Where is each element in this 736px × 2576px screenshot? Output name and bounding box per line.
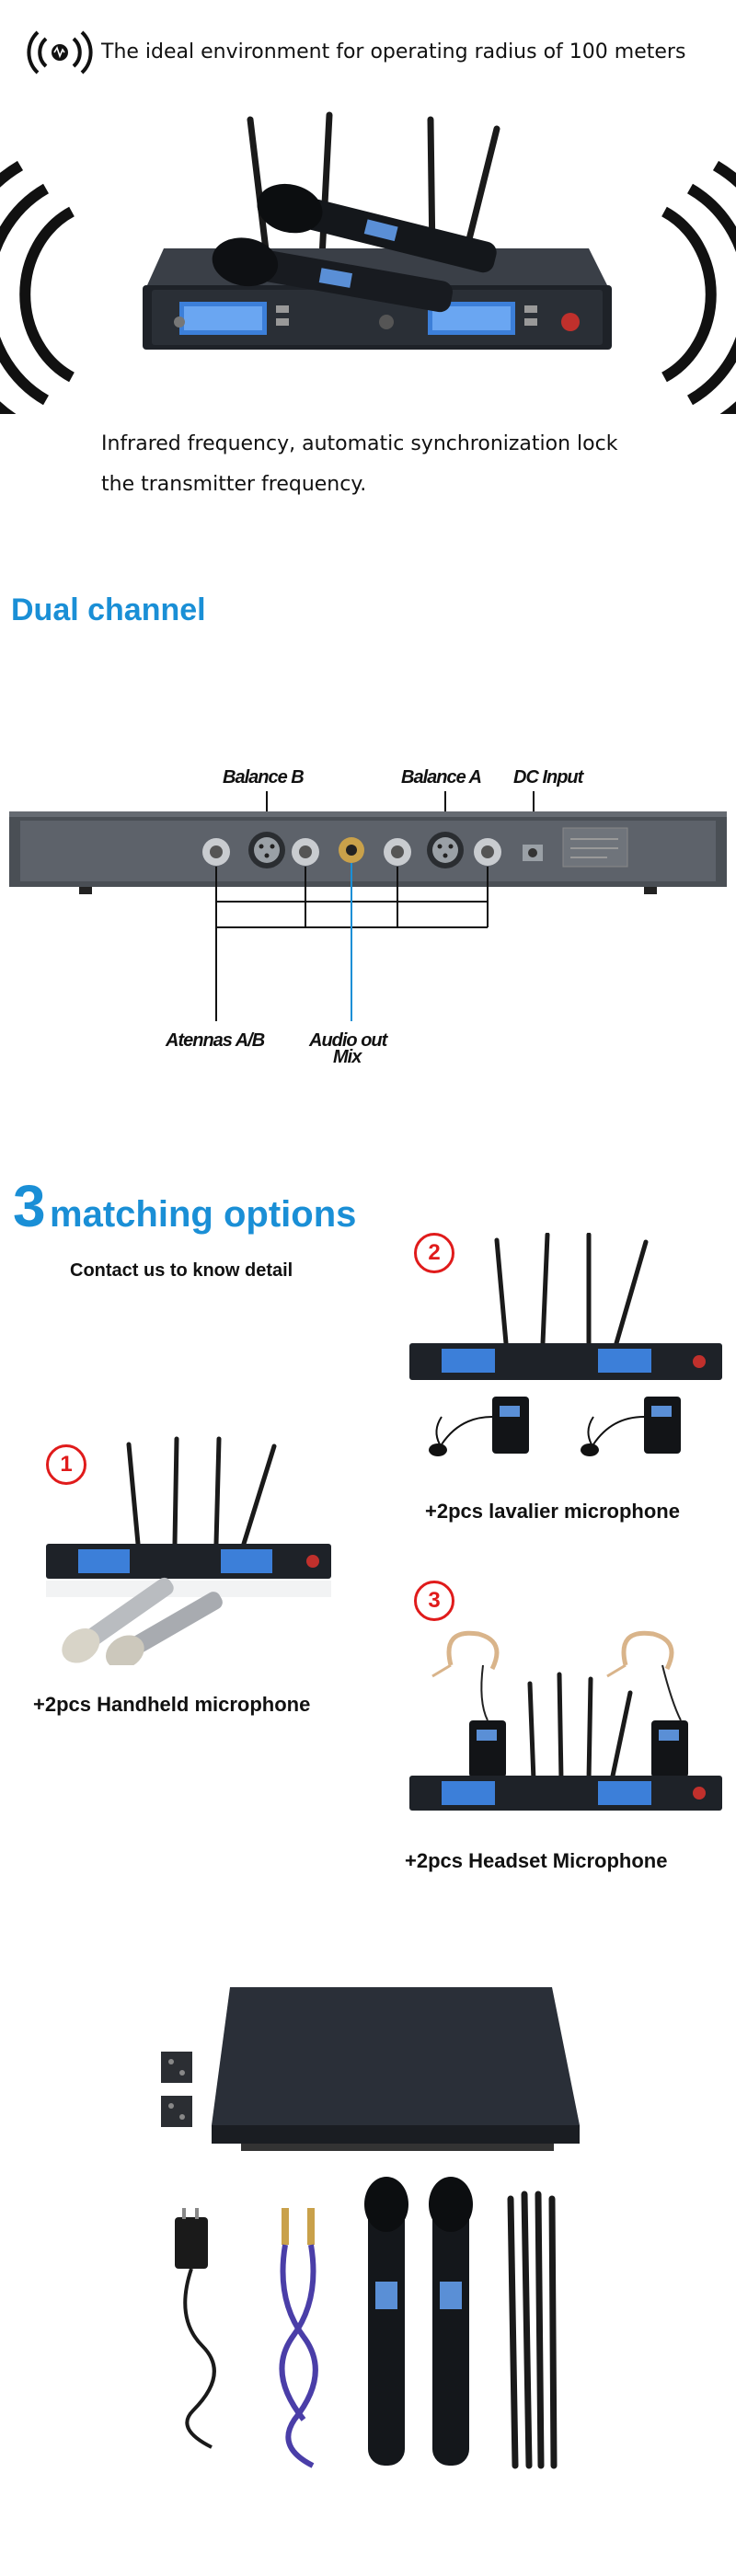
option-1-image xyxy=(37,1435,350,1665)
range-description-line1: Infrared frequency, automatic synchroniz… xyxy=(101,432,618,455)
option-2-badge: 2 xyxy=(414,1233,454,1273)
package-contents-image xyxy=(0,1950,736,2539)
option-1-caption: +2pcs Handheld microphone xyxy=(33,1693,311,1716)
label-audio-out: Audio out xyxy=(309,1030,387,1051)
option-3-image xyxy=(405,1628,736,1812)
range-description-line2: the transmitter frequency. xyxy=(101,473,367,496)
label-dc-input: DC Input xyxy=(513,767,583,788)
option-3-caption: +2pcs Headset Microphone xyxy=(405,1849,668,1872)
section-dual-channel: Dual channel Balance B Balance A DC Inpu… xyxy=(0,570,736,1122)
matching-title-number: 3 xyxy=(13,1173,46,1239)
rear-panel-image xyxy=(0,791,736,1095)
dual-channel-title: Dual channel xyxy=(11,592,206,627)
section-matching-options: 3 matching options Contact us to know de… xyxy=(0,1159,736,1895)
option-1-badge: 1 xyxy=(46,1444,86,1485)
range-headline: The ideal environment for operating radi… xyxy=(101,40,686,63)
section-range: The ideal environment for operating radi… xyxy=(0,0,736,515)
matching-title-text: matching options xyxy=(50,1194,357,1235)
matching-subtitle: Contact us to know detail xyxy=(70,1260,293,1281)
label-audio-mix: Mix xyxy=(333,1047,362,1067)
label-balance-a: Balance A xyxy=(401,767,482,788)
label-antennas: Atennas A/B xyxy=(166,1030,265,1051)
matching-title: 3 matching options xyxy=(13,1172,356,1240)
broadcast-icon xyxy=(26,24,94,81)
receiver-with-mics-image xyxy=(0,101,736,414)
option-2-image xyxy=(405,1233,736,1481)
option-2-caption: +2pcs lavalier microphone xyxy=(425,1500,680,1523)
option-3-badge: 3 xyxy=(414,1581,454,1621)
label-balance-b: Balance B xyxy=(223,767,305,788)
